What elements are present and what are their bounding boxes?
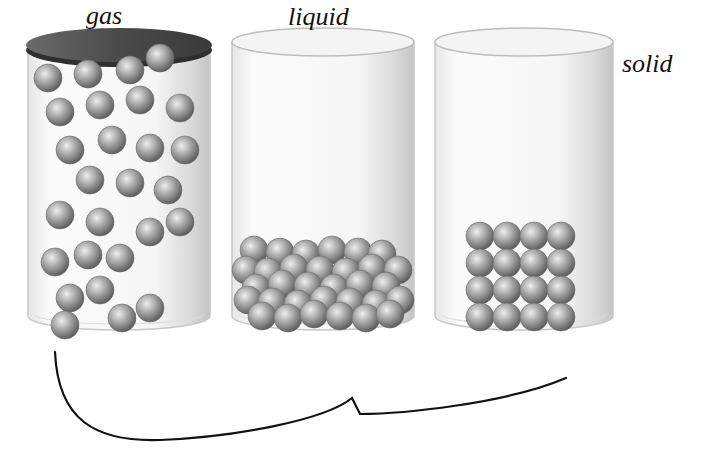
particle (41, 248, 69, 276)
glass-jar (28, 31, 210, 330)
particle (248, 302, 276, 330)
particle (106, 244, 134, 272)
particle (74, 60, 102, 88)
particle (466, 249, 494, 277)
particle (86, 91, 114, 119)
particle (520, 222, 548, 250)
particle (326, 302, 354, 330)
particle (116, 56, 144, 84)
particle (547, 222, 575, 250)
particle (86, 276, 114, 304)
particle (136, 134, 164, 162)
particle (547, 303, 575, 331)
particle (146, 44, 174, 72)
state-label: gas (86, 2, 122, 31)
particle (376, 300, 404, 328)
particle (520, 276, 548, 304)
particle (466, 276, 494, 304)
particle (108, 304, 136, 332)
particle (520, 303, 548, 331)
particle (56, 136, 84, 164)
particle (116, 169, 144, 197)
particle (466, 303, 494, 331)
particle (166, 94, 194, 122)
particle (547, 249, 575, 277)
particle (166, 208, 194, 236)
particle (274, 304, 302, 332)
particle (51, 311, 79, 339)
particle (74, 241, 102, 269)
particle (46, 201, 74, 229)
particle (547, 276, 575, 304)
particle (34, 64, 62, 92)
particle (154, 176, 182, 204)
particle (493, 303, 521, 331)
state-label: liquid (288, 3, 349, 32)
particle (352, 304, 380, 332)
particle (493, 249, 521, 277)
particle (56, 284, 84, 312)
particle (300, 300, 328, 328)
particle (171, 136, 199, 164)
particle (136, 294, 164, 322)
particle (76, 166, 104, 194)
glass-jar (232, 28, 414, 330)
particle (520, 249, 548, 277)
particle (493, 276, 521, 304)
particle (136, 218, 164, 246)
glass-jar (435, 28, 613, 330)
particle (493, 222, 521, 250)
particle (126, 86, 154, 114)
particle (46, 98, 74, 126)
state-label: solid (622, 50, 673, 79)
bracket (55, 352, 566, 440)
particle (98, 126, 126, 154)
particle (86, 208, 114, 236)
particle (466, 222, 494, 250)
